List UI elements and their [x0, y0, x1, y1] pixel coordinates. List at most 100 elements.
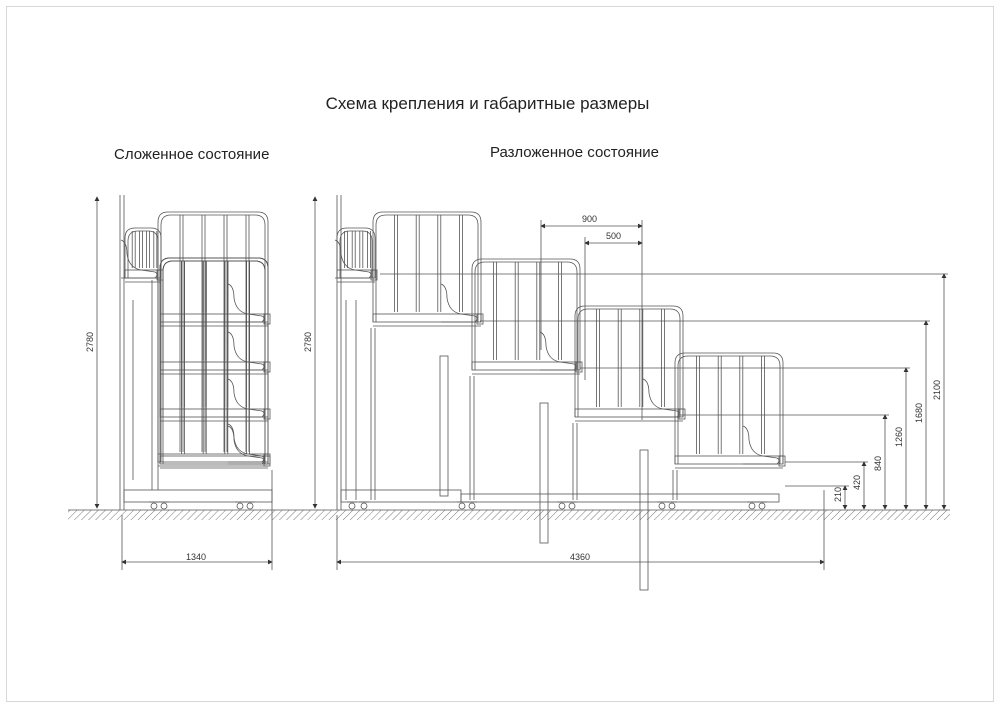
level-dim-1680: 1680 — [914, 403, 924, 423]
castor-wheel — [757, 501, 767, 510]
bracket — [263, 361, 271, 373]
backrest-frame — [372, 211, 482, 322]
level-dim-840: 840 — [873, 456, 883, 471]
wheel — [348, 502, 356, 510]
castor-wheel — [557, 501, 567, 510]
seat-platform — [159, 408, 269, 418]
level-dim-210: 210 — [833, 487, 843, 502]
bracket — [575, 361, 583, 373]
bracket — [370, 269, 378, 281]
ground-hatch — [68, 510, 950, 520]
unfolded-state-label: Разложенное состояние — [490, 144, 659, 161]
folded-height-dim: 2780 — [85, 332, 95, 352]
backrest-frame — [159, 257, 269, 322]
bracket — [263, 455, 271, 467]
tier-1 — [372, 211, 484, 327]
drawing-border — [6, 6, 994, 702]
backrest-frame — [574, 305, 684, 417]
bracket — [263, 313, 271, 325]
tier-3 — [574, 305, 686, 422]
wheel — [150, 502, 158, 510]
leg — [639, 449, 649, 591]
castor-wheel — [567, 501, 577, 510]
folded-tier — [159, 257, 271, 422]
backrest-frame — [577, 308, 681, 417]
seat-platform — [336, 269, 376, 279]
seat-platform — [159, 313, 269, 323]
castor-wheel — [457, 501, 467, 510]
wheel — [236, 502, 244, 510]
leg — [439, 355, 449, 497]
backrest-frame — [157, 211, 269, 462]
backrest-frame — [336, 227, 376, 278]
bracket — [476, 313, 484, 325]
castor-wheel — [245, 501, 255, 510]
backrest-frame — [474, 261, 578, 370]
castor-wheel — [657, 501, 667, 510]
unfolded-height-dim: 2780 — [303, 332, 313, 352]
backrest-frame — [160, 214, 266, 462]
unfolded-grandstand — [334, 195, 786, 591]
unfolded-width-dim: 4360 — [570, 552, 590, 562]
castor-wheel — [467, 501, 477, 510]
castor-wheel — [159, 501, 169, 510]
backrest-frame — [159, 257, 269, 417]
wheel — [360, 502, 368, 510]
backrest-frame — [677, 355, 781, 464]
backrest-frame — [471, 258, 581, 370]
seat-platform — [159, 455, 269, 465]
wheel — [568, 502, 576, 510]
folded-width-dim: 1340 — [186, 552, 206, 562]
wheel — [458, 502, 466, 510]
step-depth-dim: 900 — [582, 214, 597, 224]
tier-2 — [471, 258, 583, 375]
leg — [539, 402, 549, 544]
wheel — [748, 502, 756, 510]
level-dim-1260: 1260 — [894, 427, 904, 447]
level-dim-2100: 2100 — [932, 380, 942, 400]
castor-wheel — [747, 501, 757, 510]
tier-4 — [674, 352, 786, 469]
level-dim-420: 420 — [852, 475, 862, 490]
backrest-frame — [127, 230, 159, 278]
folded-tier-frame — [157, 211, 271, 467]
wheel — [246, 502, 254, 510]
wheel — [468, 502, 476, 510]
seat-depth-dim: 500 — [606, 231, 621, 241]
backrest-frame — [375, 214, 479, 322]
bracket — [263, 408, 271, 420]
castor-wheel — [235, 501, 245, 510]
wheel — [658, 502, 666, 510]
dimensions — [94, 196, 948, 570]
seat-platform — [674, 455, 784, 465]
rear-chair — [334, 227, 378, 283]
seat-platform — [157, 453, 269, 463]
castor-wheel — [667, 501, 677, 510]
seat-platform — [372, 313, 482, 323]
backrest-frame — [159, 257, 269, 464]
drawing-title: Схема крепления и габаритные размеры — [325, 94, 650, 113]
folded-state-label: Сложенное состояние — [114, 146, 270, 163]
folded-tier — [159, 257, 271, 469]
castor-wheel — [149, 501, 159, 510]
castor-wheel — [359, 501, 369, 510]
wheel — [558, 502, 566, 510]
seat-platform — [574, 408, 684, 418]
backrest-frame — [124, 227, 162, 278]
backrest-frame — [674, 352, 784, 464]
folded-tier — [159, 257, 271, 375]
wheel — [160, 502, 168, 510]
castor-wheel — [347, 501, 357, 510]
backrest-frame — [162, 260, 266, 464]
seat-platform — [159, 361, 269, 371]
wheel — [758, 502, 766, 510]
base-frame — [123, 489, 273, 503]
base-frame — [460, 493, 780, 503]
backrest-frame — [339, 230, 373, 278]
folded-grandstand — [119, 195, 273, 510]
folded-tier — [159, 257, 271, 327]
rear-chair — [120, 227, 164, 283]
bracket — [678, 408, 686, 420]
seat-platform — [471, 361, 581, 371]
